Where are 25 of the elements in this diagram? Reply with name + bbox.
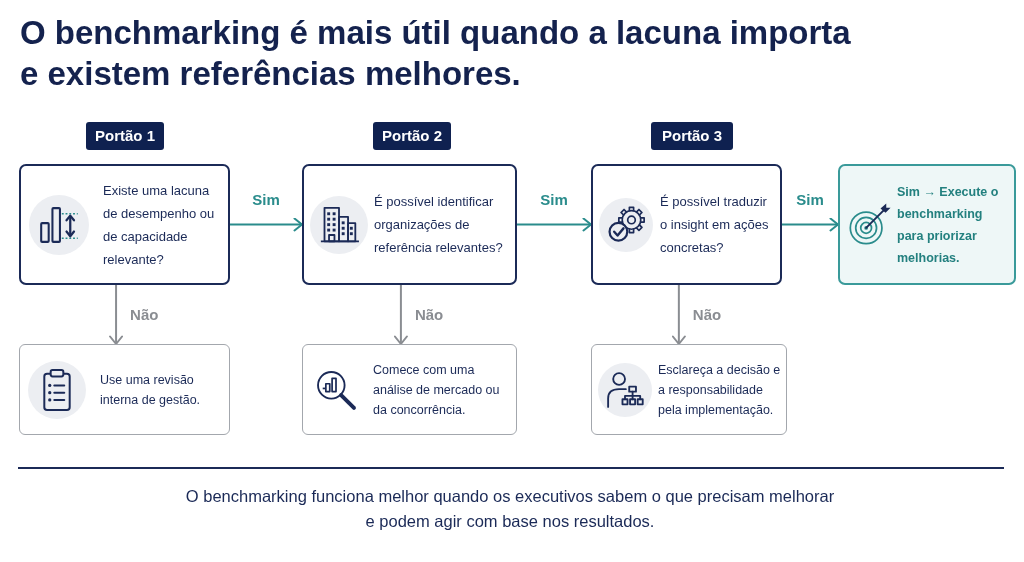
result-box (838, 164, 1016, 285)
result-text: Sim → Execute o benchmarking para priorizar melhorias. (897, 183, 1000, 267)
gate-badge: Portão 3 (651, 122, 733, 150)
question-text: Existe uma lacuna de desempenho ou de capacidade relevante? (103, 181, 216, 269)
alternative-box (591, 344, 787, 435)
title: O benchmarking é mais útil quando a lacuna importa e existem referências melhores. (20, 13, 852, 94)
caption: O benchmarking funciona melhor quando os executivos sabem o que precisam melhorar e podem agir com base nos resultados. (185, 486, 835, 532)
question-text: É possível identificar organizações de referência relevantes? (374, 193, 504, 257)
alternative-box (19, 344, 230, 435)
arrow (671, 284, 686, 345)
alternative-box (302, 344, 517, 435)
arrow (109, 284, 124, 345)
decision-box (591, 164, 782, 285)
decision-box (302, 164, 517, 285)
alternative-text: Esclareça a decisão e a responsabilidade pela implementação. (658, 361, 782, 419)
decision-box (19, 164, 230, 285)
alternative-text: Use uma revisão interna de gestão. (100, 371, 202, 409)
alternative-text: Comece com uma análise de mercado ou da concorrência. (373, 361, 501, 419)
arrow (393, 284, 408, 345)
arrow (229, 217, 303, 232)
question-text: É possível traduzir o insight em ações concretas? (660, 193, 770, 257)
arrow (781, 217, 839, 232)
arrow (516, 217, 592, 232)
gate-badge: Portão 2 (373, 122, 451, 150)
gate-badge: Portão 1 (86, 122, 164, 150)
